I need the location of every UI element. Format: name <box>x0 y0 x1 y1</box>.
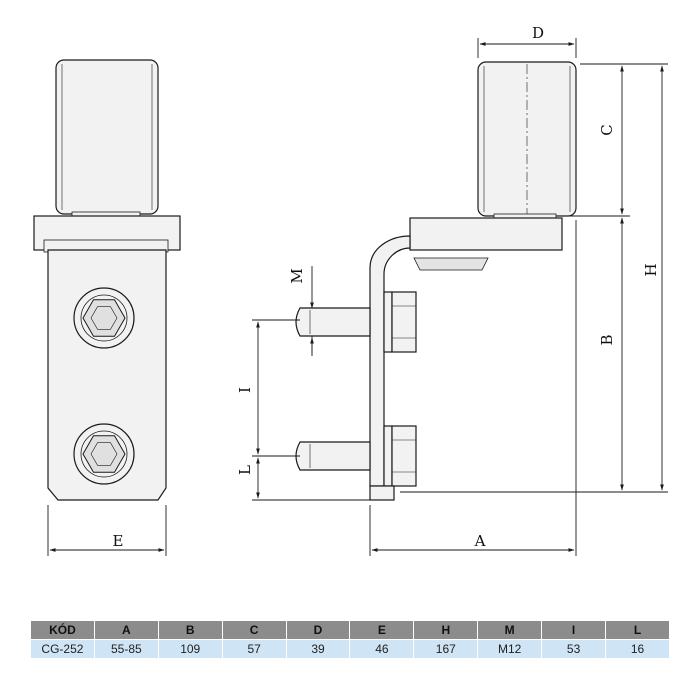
header-d: D <box>285 620 351 640</box>
label-h: H <box>642 263 660 276</box>
cell-a: 55-85 <box>93 639 159 659</box>
label-a: A <box>474 532 486 550</box>
table-row: CG-252 55-85 109 57 39 46 167 M12 53 16 <box>30 639 670 659</box>
cell-m: M12 <box>477 639 543 659</box>
header-kod: KÓD <box>30 620 95 640</box>
side-washer <box>413 257 489 271</box>
cell-kod: CG-252 <box>30 639 95 659</box>
technical-drawing: E <box>33 24 668 556</box>
side-bolt-upper <box>295 291 417 353</box>
header-h: H <box>413 620 479 640</box>
front-bolt-upper <box>73 287 135 349</box>
header-l: L <box>605 620 670 640</box>
label-b: B <box>598 334 616 345</box>
label-l: L <box>236 465 254 475</box>
dimension-e <box>47 505 167 556</box>
label-i: I <box>236 387 254 393</box>
header-e: E <box>349 620 415 640</box>
header-i: I <box>541 620 607 640</box>
label-e: E <box>113 532 124 550</box>
cell-c: 57 <box>221 639 287 659</box>
table-header-row: KÓD A B C D E H M I L <box>30 620 670 640</box>
side-top-plate <box>409 217 563 251</box>
label-m: M <box>288 268 306 283</box>
cell-d: 39 <box>285 639 351 659</box>
cell-l: 16 <box>605 639 670 659</box>
side-dimensions <box>252 38 668 556</box>
cell-h: 167 <box>413 639 479 659</box>
side-view <box>295 61 577 501</box>
cell-i: 53 <box>541 639 607 659</box>
cell-b: 109 <box>157 639 223 659</box>
side-bottom-edge <box>369 485 395 501</box>
label-c: C <box>598 124 616 135</box>
header-c: C <box>221 620 287 640</box>
label-d: D <box>532 24 544 42</box>
header-b: B <box>157 620 223 640</box>
spec-table: KÓD A B C D E H M I L CG-252 55-85 109 5… <box>30 620 670 659</box>
front-roller <box>55 59 159 215</box>
header-a: A <box>93 620 159 640</box>
side-bolt-lower <box>295 425 417 487</box>
front-bolt-lower <box>73 423 135 485</box>
front-view <box>33 59 181 501</box>
header-m: M <box>477 620 543 640</box>
cell-e: 46 <box>349 639 415 659</box>
